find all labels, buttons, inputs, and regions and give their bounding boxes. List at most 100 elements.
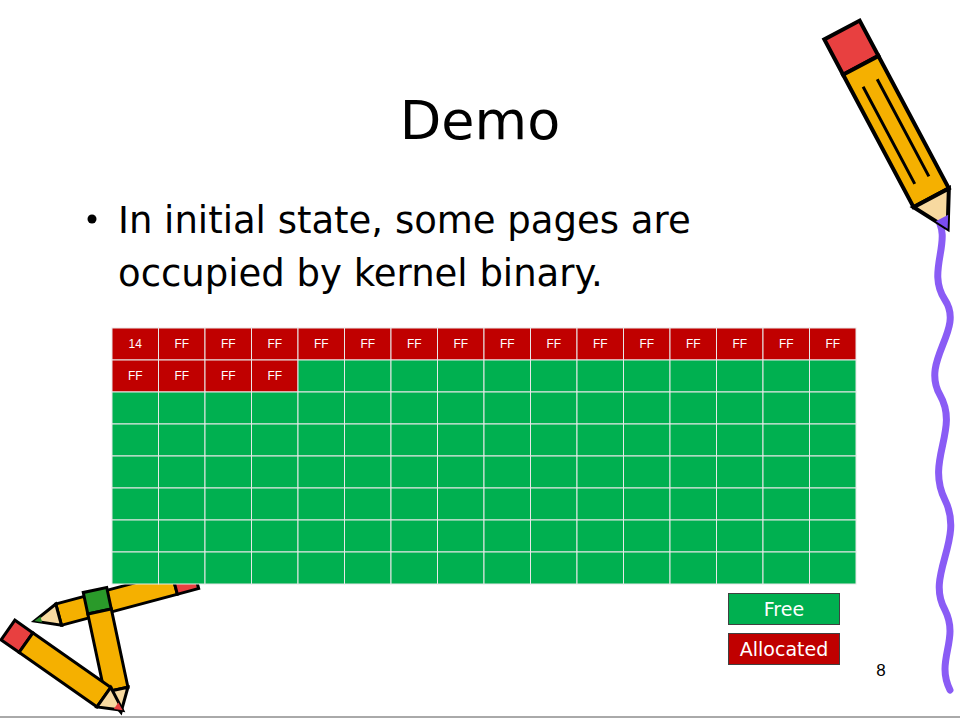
free-page (438, 456, 485, 488)
free-page (252, 552, 299, 584)
allocated-page (345, 328, 392, 360)
free-page (159, 520, 206, 552)
free-page (345, 424, 392, 456)
free-page (484, 488, 531, 520)
free-page (391, 456, 438, 488)
slide-title: Demo (0, 86, 960, 156)
free-page (112, 456, 159, 488)
legend-swatch: Allocated (728, 633, 840, 665)
free-page (345, 552, 392, 584)
table-cell: FF (624, 328, 671, 360)
free-page (159, 552, 206, 584)
free-page (577, 424, 624, 456)
free-page (810, 520, 857, 552)
free-page (484, 520, 531, 552)
free-page (763, 360, 810, 392)
free-page (112, 488, 159, 520)
table-cell: FF (531, 328, 578, 360)
allocated-page (159, 360, 206, 392)
free-page (810, 424, 857, 456)
allocated-page (531, 328, 578, 360)
free-page (391, 488, 438, 520)
free-page (298, 552, 345, 584)
table-cell: FF (252, 360, 299, 392)
table-cell: FF (391, 328, 438, 360)
free-page (670, 520, 717, 552)
free-page (345, 392, 392, 424)
free-page (624, 552, 671, 584)
free-page (438, 520, 485, 552)
pencil-icon (824, 21, 960, 238)
free-page (205, 520, 252, 552)
free-page (484, 456, 531, 488)
page-grid (112, 328, 856, 584)
free-page (670, 424, 717, 456)
free-page (624, 488, 671, 520)
allocated-page (810, 328, 857, 360)
free-page (484, 360, 531, 392)
free-page (438, 488, 485, 520)
free-page (717, 456, 764, 488)
free-page (670, 488, 717, 520)
allocated-page (624, 328, 671, 360)
free-page (577, 552, 624, 584)
allocated-page (205, 360, 252, 392)
free-page (577, 488, 624, 520)
free-page (391, 552, 438, 584)
free-page (763, 424, 810, 456)
table-cell: FF (159, 328, 206, 360)
free-page (205, 424, 252, 456)
legend-text: Allocated (740, 638, 828, 660)
table-cell: FF (205, 360, 252, 392)
allocated-page (298, 328, 345, 360)
free-page (531, 456, 578, 488)
allocated-page (205, 328, 252, 360)
free-page (298, 456, 345, 488)
table-cell: FF (670, 328, 717, 360)
free-page (345, 360, 392, 392)
free-page (345, 520, 392, 552)
free-page (717, 360, 764, 392)
free-page (624, 520, 671, 552)
free-page (252, 456, 299, 488)
free-page (252, 520, 299, 552)
free-page (112, 552, 159, 584)
free-page (159, 392, 206, 424)
table-cell: FF (252, 328, 299, 360)
free-page (717, 424, 764, 456)
page-number: 8 (866, 660, 896, 682)
free-page (484, 424, 531, 456)
free-page (717, 552, 764, 584)
table-cell: FF (205, 328, 252, 360)
free-page (391, 392, 438, 424)
allocated-page (577, 328, 624, 360)
free-page (624, 424, 671, 456)
free-page (763, 488, 810, 520)
allocated-page (717, 328, 764, 360)
free-page (624, 456, 671, 488)
allocated-page (391, 328, 438, 360)
free-page (577, 360, 624, 392)
free-page (391, 520, 438, 552)
table-cell: FF (717, 328, 764, 360)
free-page (205, 552, 252, 584)
free-page (438, 424, 485, 456)
table-cell: 14 (112, 328, 159, 360)
allocated-page (252, 328, 299, 360)
table-cell: FF (112, 360, 159, 392)
legend-swatch: Free (728, 593, 840, 625)
free-page (252, 392, 299, 424)
allocated-page (112, 360, 159, 392)
free-page (670, 456, 717, 488)
allocated-page (670, 328, 717, 360)
free-page (298, 360, 345, 392)
free-page (763, 392, 810, 424)
free-page (717, 520, 764, 552)
free-page (159, 488, 206, 520)
table-cell: FF (810, 328, 857, 360)
allocated-page (438, 328, 485, 360)
free-page (531, 488, 578, 520)
free-page (810, 456, 857, 488)
free-page (577, 392, 624, 424)
table-cell: FF (484, 328, 531, 360)
